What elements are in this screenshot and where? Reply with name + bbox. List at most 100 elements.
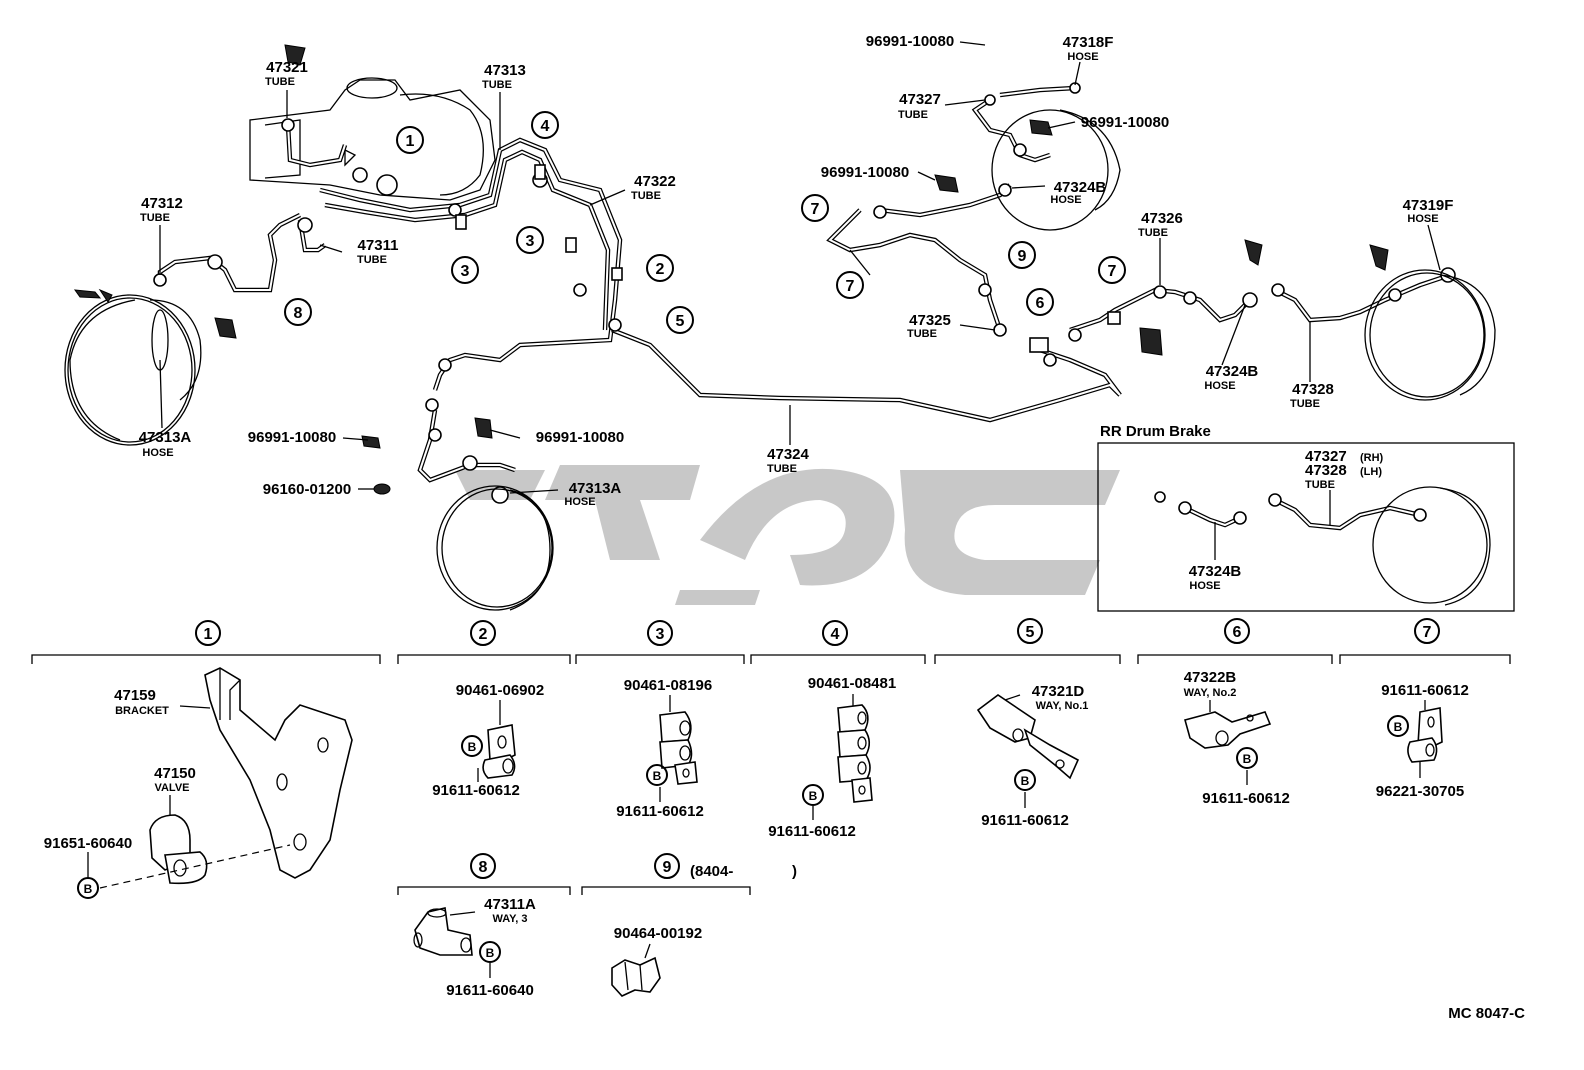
- svg-text:2: 2: [656, 261, 665, 278]
- svg-text:1: 1: [406, 133, 415, 150]
- svg-text:8: 8: [294, 305, 303, 322]
- svg-text:5: 5: [1026, 624, 1035, 641]
- detail-brackets: 1 2 3 4 5 6 7 8 9: [31, 618, 1511, 895]
- label-47321: 47321: [266, 59, 308, 76]
- callout-7b: 7: [836, 271, 864, 299]
- part-labels: 47321 TUBE 47313 TUBE 47312 TUBE 47311 T…: [139, 33, 1454, 508]
- svg-text:7: 7: [1108, 263, 1117, 280]
- label-47159: 47159: [114, 687, 156, 704]
- svg-text:96221-30705: 96221-30705: [1376, 783, 1464, 800]
- callout-3b: 3: [516, 226, 544, 254]
- svg-text:47322B: 47322B: [1184, 669, 1237, 686]
- svg-text:): ): [792, 863, 797, 880]
- callout-5: 5: [666, 306, 694, 334]
- svg-text:91611-60612: 91611-60612: [432, 782, 520, 799]
- detail-7-clamp: 91611-60612 B 96221-30705: [1376, 682, 1469, 800]
- svg-text:TUBE: TUBE: [482, 79, 512, 91]
- svg-text:HOSE: HOSE: [1189, 580, 1220, 592]
- detail-1-bracket-valve: 47159 BRACKET 47150 VALVE 91651-60640 B: [44, 667, 353, 899]
- callout-7c: 7: [1098, 256, 1126, 284]
- svg-text:B: B: [1021, 774, 1030, 788]
- callout-1: 1: [396, 126, 424, 154]
- svg-text:91611-60640: 91611-60640: [446, 982, 534, 999]
- svg-text:9: 9: [663, 859, 672, 876]
- svg-text:91611-60612: 91611-60612: [768, 823, 856, 840]
- label-clip-e: 96991-10080: [536, 429, 624, 446]
- svg-text:B: B: [653, 769, 662, 783]
- svg-text:(LH): (LH): [1360, 466, 1382, 478]
- detail-5-way: 47321D WAY, No.1 B 91611-60612: [976, 683, 1089, 829]
- svg-text:47327: 47327: [1305, 448, 1347, 465]
- brake-lines: [157, 85, 1451, 483]
- svg-text:7: 7: [1423, 624, 1432, 641]
- diagram-code: MC 8047-C: [1448, 1005, 1525, 1022]
- label-47324B-mid: 47324B: [1206, 363, 1259, 380]
- svg-text:3: 3: [461, 263, 470, 280]
- svg-text:HOSE: HOSE: [564, 496, 595, 508]
- watermark: [455, 465, 1120, 605]
- label-47327: 47327: [899, 91, 941, 108]
- svg-text:6: 6: [1036, 295, 1045, 312]
- callout-markers: 1 4 3 3 2 5 8 7 7 9 6 7: [284, 111, 1126, 334]
- callout-6: 6: [1026, 288, 1054, 316]
- detail-2-clamp: 90461-06902 B 91611-60612: [432, 682, 544, 799]
- svg-text:2: 2: [479, 626, 488, 643]
- svg-text:4: 4: [831, 626, 840, 643]
- svg-text:47328: 47328: [1305, 462, 1347, 479]
- svg-text:91611-60612: 91611-60612: [981, 812, 1069, 829]
- svg-text:B: B: [486, 946, 495, 960]
- leader-lines: [159, 41, 1441, 494]
- svg-text:HOSE: HOSE: [1407, 213, 1438, 225]
- svg-text:HOSE: HOSE: [1067, 51, 1098, 63]
- svg-text:90461-06902: 90461-06902: [456, 682, 544, 699]
- label-91651-60640: 91651-60640: [44, 835, 132, 852]
- svg-text:7: 7: [846, 278, 855, 295]
- detail-3-clamp: 90461-08196 B 91611-60612: [616, 677, 712, 820]
- callout-4: 4: [531, 111, 559, 139]
- svg-text:90461-08196: 90461-08196: [624, 677, 712, 694]
- svg-text:HOSE: HOSE: [142, 447, 173, 459]
- svg-text:TUBE: TUBE: [1305, 479, 1335, 491]
- svg-text:TUBE: TUBE: [767, 463, 797, 475]
- svg-text:WAY, No.1: WAY, No.1: [1036, 700, 1089, 712]
- label-clip-a: 96991-10080: [866, 33, 954, 50]
- label-47150: 47150: [154, 765, 196, 782]
- svg-text:B: B: [84, 882, 93, 896]
- label-47312: 47312: [141, 195, 183, 212]
- label-47328: 47328: [1292, 381, 1334, 398]
- svg-text:(8404-: (8404-: [690, 863, 733, 880]
- label-clip-c: 96991-10080: [821, 164, 909, 181]
- svg-text:6: 6: [1233, 624, 1242, 641]
- label-47313A-center: 47313A: [569, 480, 622, 497]
- svg-text:TUBE: TUBE: [140, 212, 170, 224]
- svg-text:91611-60612: 91611-60612: [616, 803, 704, 820]
- svg-text:3: 3: [526, 233, 535, 250]
- rr-drum-brake-box: RR Drum Brake 47327 (RH) 47328 (LH) TUBE…: [1097, 423, 1515, 612]
- svg-text:5: 5: [676, 313, 685, 330]
- label-47318F: 47318F: [1063, 34, 1114, 51]
- svg-text:9: 9: [1018, 248, 1027, 265]
- detail-9-clip: (8404- ) 90464-00192: [611, 863, 797, 997]
- detail-6-way: 47322B WAY, No.2 B 91611-60612: [1184, 669, 1290, 807]
- svg-text:VALVE: VALVE: [154, 782, 189, 794]
- svg-text:47311A: 47311A: [484, 896, 536, 913]
- svg-text:47321D: 47321D: [1032, 683, 1085, 700]
- label-47326: 47326: [1141, 210, 1183, 227]
- label-47322: 47322: [634, 173, 676, 190]
- callout-8: 8: [284, 298, 312, 326]
- svg-text:90461-08481: 90461-08481: [808, 675, 896, 692]
- svg-text:BRACKET: BRACKET: [115, 705, 169, 717]
- svg-text:91611-60612: 91611-60612: [1202, 790, 1290, 807]
- label-47313: 47313: [484, 62, 526, 79]
- callout-3a: 3: [451, 256, 479, 284]
- svg-text:WAY, 3: WAY, 3: [492, 913, 527, 925]
- svg-text:B: B: [1394, 720, 1403, 734]
- svg-text:TUBE: TUBE: [265, 76, 295, 88]
- svg-text:B: B: [809, 789, 818, 803]
- svg-text:TUBE: TUBE: [898, 109, 928, 121]
- svg-text:HOSE: HOSE: [1204, 380, 1235, 392]
- svg-text:47324B: 47324B: [1189, 563, 1242, 580]
- svg-text:B: B: [1243, 752, 1252, 766]
